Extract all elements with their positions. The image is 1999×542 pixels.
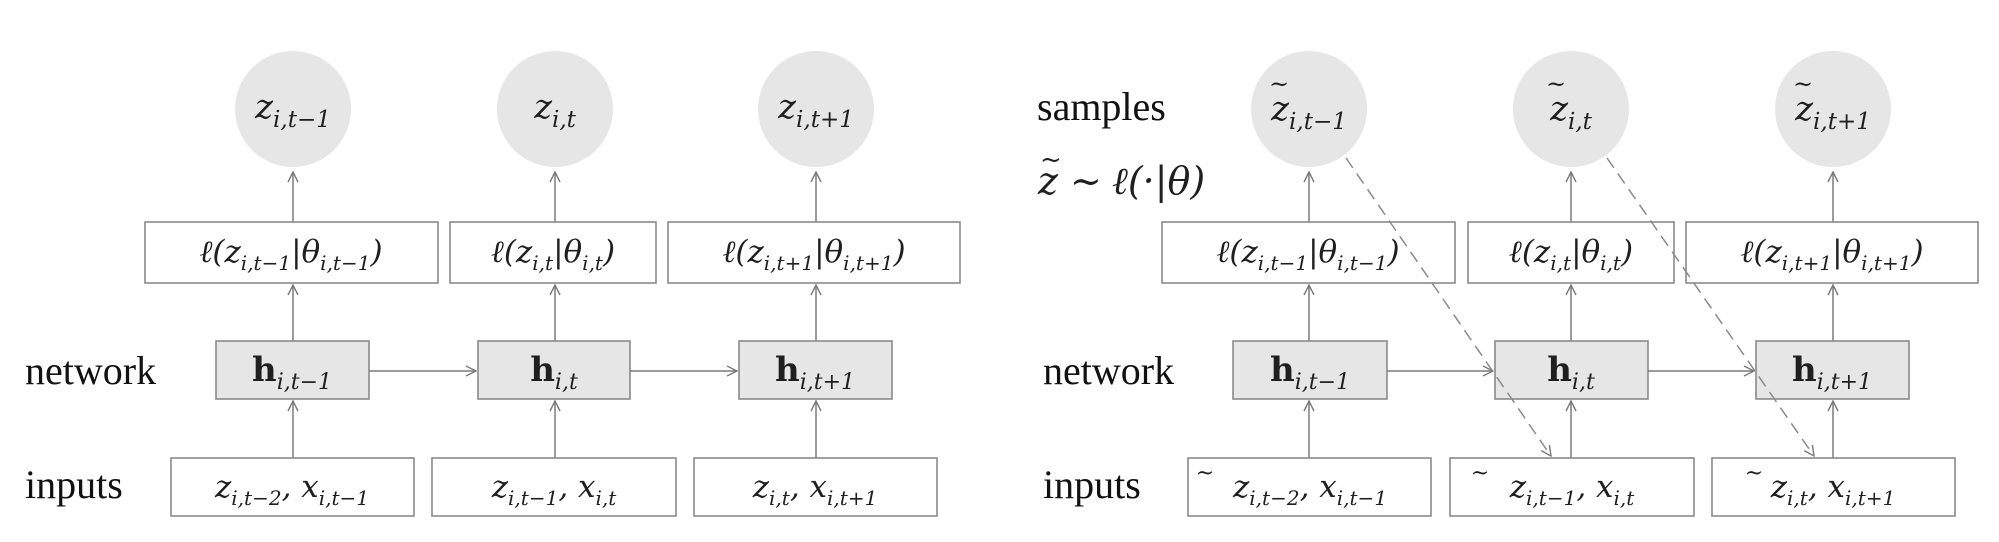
svg-text:zi,t−1: zi,t−1 [1270, 89, 1347, 135]
hidden-state-box: hi,t+1 [738, 340, 893, 400]
likelihood-box: ℓ(zi,t+1|θi,t+1) [667, 221, 961, 284]
left-panel: network inputs zi,t−1 zi,t zi,t+1 ℓ(zi,t… [25, 51, 961, 517]
svg-text:∼: ∼ [1070, 159, 1102, 203]
input-box: zi,t−1, xi,t ~ [1449, 457, 1695, 517]
hidden-state-box: hi,t [477, 340, 631, 400]
sample-node: zi,t+1 ~ [1775, 51, 1891, 167]
svg-text:zi,t, xi,t+1: zi,t, xi,t+1 [1770, 469, 1896, 510]
svg-text:~: ~ [1745, 461, 1763, 486]
svg-text:zi,t, xi,t+1: zi,t, xi,t+1 [752, 469, 878, 510]
svg-text:~: ~ [1196, 461, 1214, 486]
likelihood-box: ℓ(zi,t+1|θi,t+1) [1685, 221, 1979, 284]
svg-text:~: ~ [1793, 70, 1813, 98]
hidden-state-box: hi,t [1494, 340, 1649, 400]
svg-text:zi,t+1: zi,t+1 [1794, 89, 1871, 135]
svg-text:zi,t−2, xi,t−1: zi,t−2, xi,t−1 [1232, 469, 1387, 510]
svg-text:ℓ(zi,t|θi,t): ℓ(zi,t|θi,t) [1509, 234, 1633, 275]
svg-text:hi,t−1: hi,t−1 [1270, 350, 1350, 395]
svg-text:hi,t−1: hi,t−1 [252, 350, 332, 395]
svg-text:zi,t−1, xi,t: zi,t−1, xi,t [491, 469, 618, 510]
sample-rule-label: z ~ ∼ ℓ(·|θ) [1037, 145, 1205, 203]
samples-label: samples [1037, 84, 1166, 129]
svg-text:hi,t: hi,t [530, 350, 578, 395]
inputs-label: inputs [25, 462, 123, 507]
input-box: zi,t−2, xi,t−1 ~ [1187, 457, 1432, 517]
likelihood-box: ℓ(zi,t−1|θi,t−1) [1161, 221, 1456, 284]
svg-text:hi,t+1: hi,t+1 [775, 350, 855, 395]
svg-text:zi,t−1: zi,t−1 [254, 87, 331, 133]
svg-text:zi,t: zi,t [1549, 89, 1593, 135]
right-panel: samples z ~ ∼ ℓ(·|θ) network inputs zi,t… [1037, 51, 1979, 517]
svg-text:ℓ(zi,t+1|θi,t+1): ℓ(zi,t+1|θi,t+1) [722, 234, 905, 275]
sample-node: zi,t−1 ~ [1251, 51, 1367, 167]
hidden-state-box: hi,t−1 [1232, 340, 1388, 400]
svg-text:hi,t: hi,t [1547, 350, 1595, 395]
sample-feedback-arrow [1606, 157, 1814, 456]
likelihood-box: ℓ(zi,t|θi,t) [449, 221, 657, 284]
svg-text:~: ~ [1471, 461, 1489, 486]
likelihood-box: ℓ(zi,t−1|θi,t−1) [144, 221, 439, 284]
input-box: zi,t−2, xi,t−1 [170, 457, 415, 517]
svg-text:ℓ(zi,t|θi,t): ℓ(zi,t|θi,t) [491, 234, 615, 275]
svg-text:hi,t+1: hi,t+1 [1792, 350, 1872, 395]
hidden-state-box: hi,t−1 [215, 340, 370, 400]
input-box: zi,t, xi,t+1 ~ [1711, 457, 1956, 517]
network-label: network [25, 348, 156, 393]
input-box: zi,t, xi,t+1 [693, 457, 938, 517]
svg-text:z: z [1037, 159, 1059, 203]
hidden-state-box: hi,t+1 [1755, 340, 1910, 400]
svg-text:zi,t−1, xi,t: zi,t−1, xi,t [1509, 469, 1636, 510]
svg-text:zi,t−2, xi,t−1: zi,t−2, xi,t−1 [214, 469, 369, 510]
input-box: zi,t−1, xi,t [431, 457, 677, 517]
output-node: zi,t+1 [758, 51, 874, 167]
svg-text:~: ~ [1269, 70, 1289, 98]
sample-node: zi,t ~ [1513, 51, 1629, 167]
svg-text:~: ~ [1040, 145, 1062, 175]
output-node: zi,t−1 [235, 51, 351, 167]
sample-feedback-arrow [1345, 157, 1551, 456]
svg-text:ℓ(zi,t−1|θi,t−1): ℓ(zi,t−1|θi,t−1) [1216, 234, 1399, 275]
svg-text:ℓ(·|θ): ℓ(·|θ) [1112, 159, 1205, 203]
svg-text:zi,t+1: zi,t+1 [777, 87, 854, 133]
output-node: zi,t [497, 51, 613, 167]
inputs-label: inputs [1043, 462, 1141, 507]
network-label: network [1043, 348, 1174, 393]
svg-text:ℓ(zi,t−1|θi,t−1): ℓ(zi,t−1|θi,t−1) [199, 234, 382, 275]
svg-text:~: ~ [1546, 70, 1566, 98]
svg-text:zi,t: zi,t [533, 87, 577, 133]
likelihood-box: ℓ(zi,t|θi,t) [1467, 221, 1675, 284]
svg-text:ℓ(zi,t+1|θi,t+1): ℓ(zi,t+1|θi,t+1) [1740, 234, 1923, 275]
